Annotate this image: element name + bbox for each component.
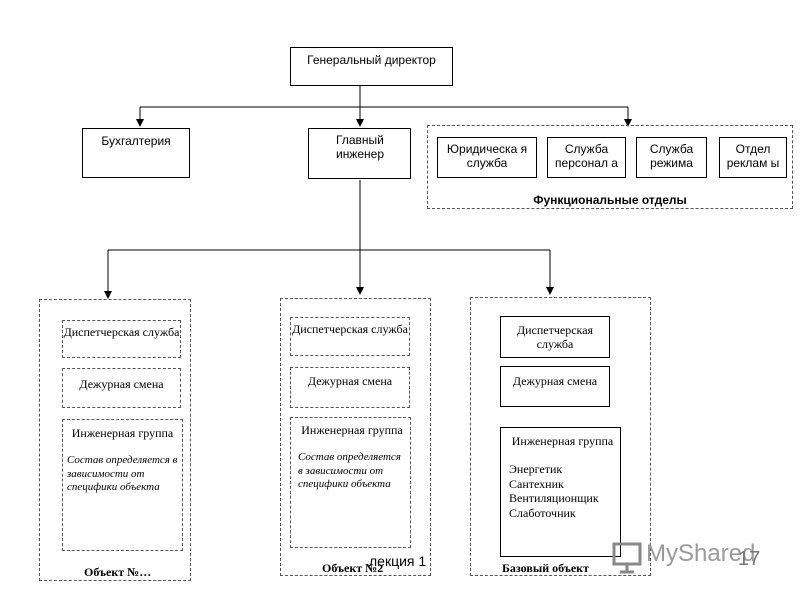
base-object-group — [470, 297, 651, 576]
object-1-dispatch: Диспетчерская служба — [62, 320, 181, 358]
functional-dept-security: Служба режима — [636, 137, 707, 178]
base-object-engineering-group: Инженерная группа Энергетик Сантехник Ве… — [500, 427, 621, 557]
accounting-box: Бухгалтерия — [82, 128, 190, 178]
object-2-dispatch: Диспетчерская служба — [290, 317, 410, 356]
object-1-shift: Дежурная смена — [62, 368, 181, 408]
functional-dept-label: Служба персонал а — [555, 142, 618, 171]
watermark-text: MyShared — [646, 540, 756, 567]
presentation-icon — [612, 542, 642, 574]
base-object-shift: Дежурная смена — [500, 366, 610, 407]
ceo-label: Генеральный директор — [307, 53, 436, 67]
chief-engineer-box: Главный инженер — [308, 128, 411, 179]
functional-dept-hr: Служба персонал а — [547, 137, 626, 178]
object-1-engineering-label: Инженерная группа — [71, 426, 174, 440]
object-2-note: Состав определяется в зависимости от спе… — [298, 451, 401, 490]
object-1-note: Состав определяется в зависимости от спе… — [67, 454, 178, 493]
staff-item: Энергетик — [509, 462, 563, 477]
staff-item: Сантехник — [509, 476, 564, 491]
base-object-staff-list: Энергетик Сантехник Вентиляционщик Слабо… — [509, 462, 616, 520]
object-2-title: Объект №2 — [322, 561, 384, 575]
functional-dept-label: Юридическа я служба — [446, 142, 528, 171]
chief-engineer-label: Главный инженер — [336, 133, 385, 162]
accounting-label: Бухгалтерия — [101, 134, 171, 148]
object-2-engineering-group: Инженерная группа Состав определяется в … — [290, 417, 411, 548]
watermark-logo: MyShared — [612, 538, 762, 574]
ceo-box: Генеральный директор — [290, 47, 453, 86]
object-1-title: Объект №… — [84, 565, 152, 579]
functional-dept-label: Отдел реклам ы — [726, 142, 780, 171]
base-object-engineering-label: Инженерная группа — [511, 434, 614, 448]
functional-dept-legal: Юридическа я служба — [437, 137, 537, 178]
page-number: 17 — [738, 548, 761, 570]
staff-item: Слаботочник — [509, 505, 576, 520]
object-2-shift: Дежурная смена — [290, 367, 410, 408]
functional-dept-label: Служба режима — [649, 142, 694, 171]
object-1-engineering-group: Инженерная группа Состав определяется в … — [62, 419, 183, 551]
functional-departments-group — [427, 125, 793, 209]
object-2-group — [280, 298, 431, 576]
base-object-dispatch: Диспетчерская служба — [500, 316, 610, 358]
lecture-label: лекция 1 — [369, 553, 427, 569]
object-1-group — [39, 299, 191, 581]
object-2-engineering-label: Инженерная группа — [301, 423, 403, 437]
functional-departments-label: Функциональные отделы — [533, 193, 687, 207]
base-object-title: Базовый объект — [502, 561, 589, 575]
functional-dept-advertising: Отдел реклам ы — [719, 137, 787, 178]
staff-item: Вентиляционщик — [509, 491, 599, 506]
